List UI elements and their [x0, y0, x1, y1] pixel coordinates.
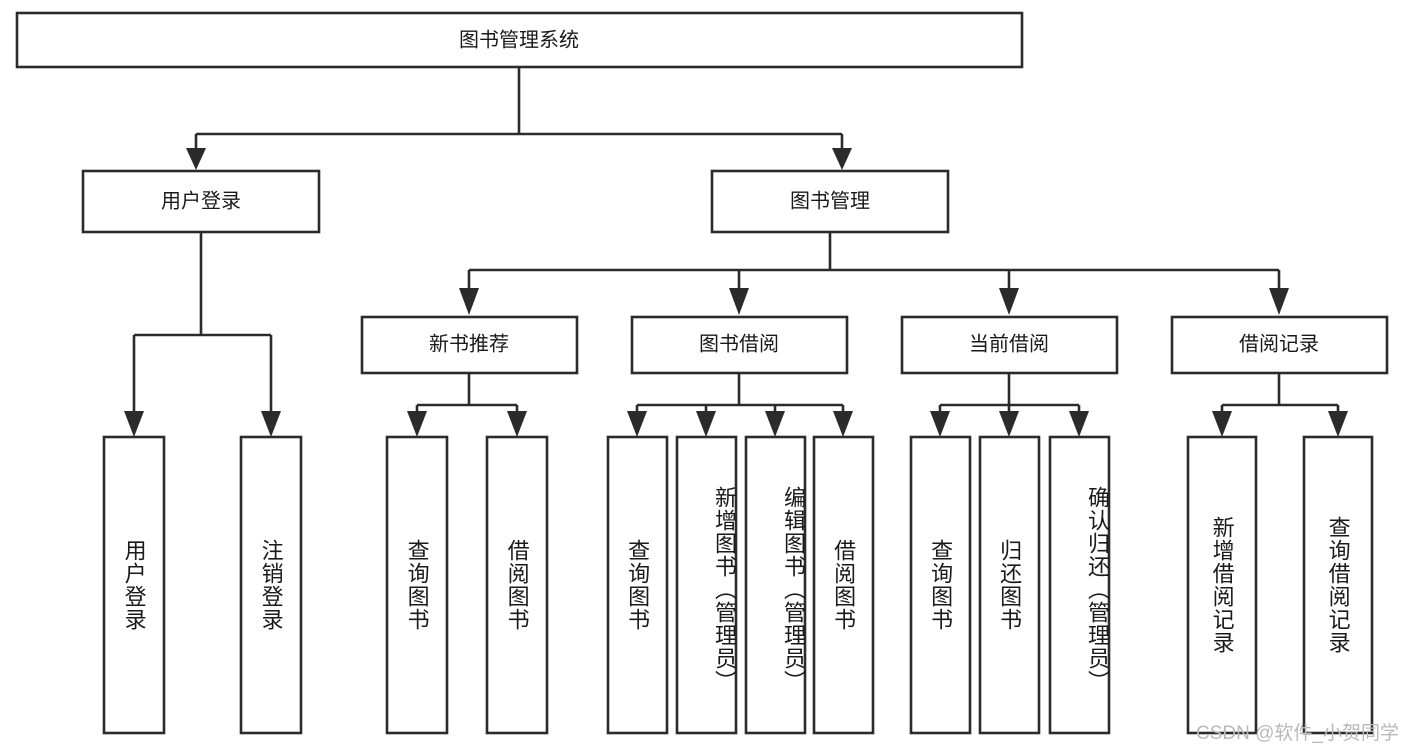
leaf-box-query-book-2[interactable] — [606, 435, 669, 735]
arrow-root-to-book-manage — [832, 148, 852, 170]
arrow-to-leaf-user-login — [124, 411, 144, 437]
node-book-borrow[interactable]: 图书借阅 — [630, 315, 849, 375]
node-book-manage-label: 图书管理 — [790, 189, 870, 212]
node-user-login-label: 用户登录 — [161, 189, 241, 212]
watermark-text: CSDN @软件_小贺同学 — [1196, 723, 1399, 744]
arrow-to-new-book — [459, 288, 479, 315]
leaf-box-query-book-1[interactable] — [385, 435, 449, 735]
connector-book-manage-to-level2 — [459, 232, 1289, 315]
leaf-box-add-borrow-record[interactable] — [1186, 435, 1258, 735]
leaf-box-query-borrow-record[interactable] — [1302, 435, 1374, 735]
node-borrow-record-label: 借阅记录 — [1239, 332, 1319, 355]
node-new-book-recommend-label: 新书推荐 — [429, 332, 509, 355]
connector-borrow-record-to-leaves — [1212, 373, 1348, 437]
leaf-box-logout[interactable] — [239, 435, 303, 735]
leaf-box-user-login[interactable] — [102, 435, 166, 735]
node-new-book-recommend[interactable]: 新书推荐 — [360, 315, 579, 375]
leaf-box-confirm-return-admin[interactable] — [1048, 435, 1111, 735]
arrow-to-leaf-logout — [261, 411, 281, 437]
node-root-box[interactable] — [15, 11, 1024, 69]
node-current-borrow[interactable]: 当前借阅 — [900, 315, 1119, 375]
connector-root-to-level1 — [186, 67, 852, 170]
node-book-borrow-label: 图书借阅 — [699, 332, 779, 355]
connector-new-book-to-leaves — [407, 373, 527, 437]
node-current-borrow-box[interactable] — [900, 315, 1119, 375]
leaf-box-return-book[interactable] — [978, 435, 1041, 735]
arrow-root-to-user-login — [186, 148, 206, 170]
arrow-to-current-borrow — [999, 288, 1019, 315]
node-borrow-record[interactable]: 借阅记录 — [1170, 315, 1389, 375]
node-new-book-recommend-box[interactable] — [360, 315, 579, 375]
node-current-borrow-label: 当前借阅 — [969, 332, 1049, 355]
leaf-box-borrow-book-2[interactable] — [812, 435, 875, 735]
connector-book-borrow-to-leaves — [627, 373, 853, 437]
node-user-login[interactable]: 用户登录 — [81, 169, 321, 234]
leaf-box-edit-book-admin[interactable] — [744, 435, 807, 735]
arrow-to-borrow-record — [1269, 288, 1289, 315]
leaf-box-query-book-3[interactable] — [909, 435, 972, 735]
arrow-to-book-borrow — [729, 288, 749, 315]
node-root-label: 图书管理系统 — [459, 28, 579, 51]
node-root[interactable]: 图书管理系统 — [15, 11, 1024, 69]
leaf-box-add-book-admin[interactable] — [675, 435, 738, 735]
connector-user-login-to-leaves — [124, 232, 281, 437]
node-book-manage[interactable]: 图书管理 — [710, 169, 950, 234]
connector-current-borrow-to-leaves — [930, 373, 1089, 437]
leaf-box-borrow-book-1[interactable] — [485, 435, 549, 735]
node-user-login-box[interactable] — [81, 169, 321, 234]
